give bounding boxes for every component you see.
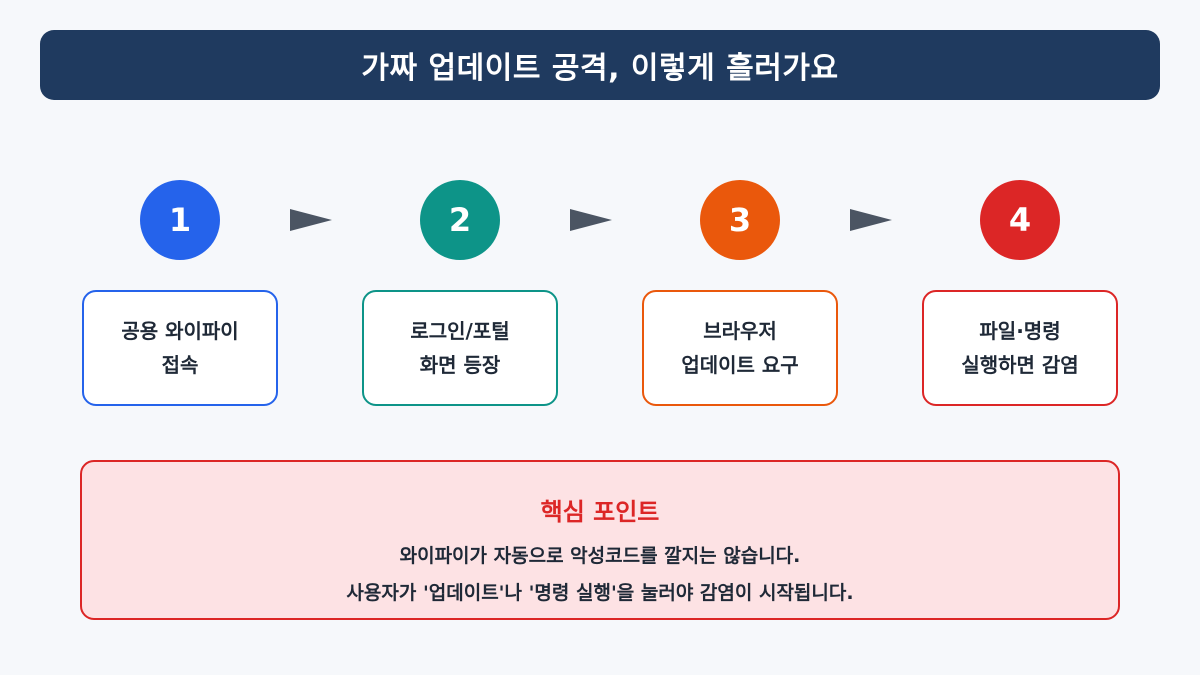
step-1-circle: 1: [140, 180, 220, 260]
step-3-number: 3: [728, 201, 752, 239]
step-2-circle: 2: [420, 180, 500, 260]
arrow-right-icon: [290, 209, 332, 231]
step-3-line-2: 업데이트 요구: [681, 353, 799, 377]
arrow-right-icon-shape: [570, 209, 612, 231]
step-2-line-2: 화면 등장: [419, 353, 501, 377]
step-3-circle: 3: [700, 180, 780, 260]
step-4-box: 파일·명령 실행하면 감염: [922, 290, 1118, 406]
key-point-line-1: 와이파이가 자동으로 악성코드를 깔지는 않습니다.: [399, 545, 801, 567]
key-point-line-2: 사용자가 '업데이트'나 '명령 실행'을 눌러야 감염이 시작됩니다.: [346, 582, 854, 604]
step-3-line-1: 브라우저: [703, 319, 777, 343]
page-title: 가짜 업데이트 공격, 이렇게 흘러가요: [361, 51, 839, 86]
step-1-line-2: 접속: [161, 353, 199, 377]
step-4-number: 4: [1008, 201, 1032, 239]
step-2-box: 로그인/포털 화면 등장: [362, 290, 558, 406]
step-3-box: 브라우저 업데이트 요구: [642, 290, 838, 406]
key-point-title: 핵심 포인트: [540, 498, 660, 526]
step-1-box: 공용 와이파이 접속: [82, 290, 278, 406]
title-banner: 가짜 업데이트 공격, 이렇게 흘러가요: [40, 30, 1160, 100]
key-point-box: 핵심 포인트 와이파이가 자동으로 악성코드를 깔지는 않습니다. 사용자가 '…: [80, 460, 1120, 620]
step-4-circle: 4: [980, 180, 1060, 260]
arrow-right-icon-shape: [290, 209, 332, 231]
step-4-line-2: 실행하면 감염: [961, 353, 1079, 377]
step-2-line-1: 로그인/포털: [410, 319, 510, 343]
step-2-number: 2: [448, 201, 472, 239]
arrow-right-icon: [570, 209, 612, 231]
arrow-right-icon: [850, 209, 892, 231]
step-1-number: 1: [168, 201, 192, 239]
arrow-right-icon-shape: [850, 209, 892, 231]
step-1-line-1: 공용 와이파이: [121, 319, 239, 343]
step-4-line-1: 파일·명령: [979, 319, 1061, 343]
